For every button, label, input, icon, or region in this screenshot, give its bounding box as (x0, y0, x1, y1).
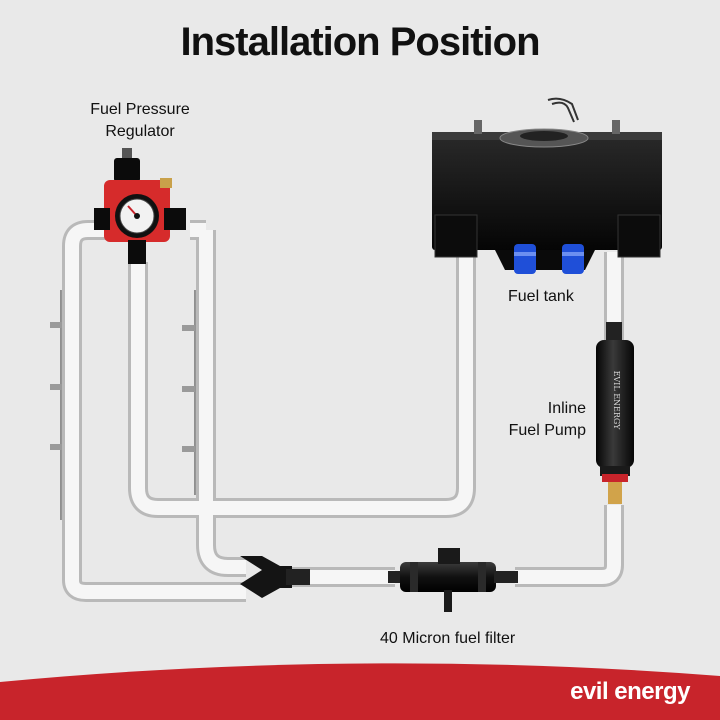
label-fuel-pressure-regulator: Fuel Pressure Regulator (70, 99, 210, 143)
tank-outlet-fittings (514, 244, 584, 274)
label-regulator-line1: Fuel Pressure (90, 101, 190, 118)
label-pump-line1: Inline (547, 400, 586, 417)
fuel-filter (388, 548, 518, 612)
fuel-tank (432, 97, 662, 270)
footer-band (0, 663, 720, 720)
pump-brand-print: EVIL ENERGY (612, 371, 621, 431)
label-regulator-line2: Regulator (105, 123, 175, 140)
fuel-pressure-regulator (94, 148, 186, 264)
label-inline-fuel-pump: Inline Fuel Pump (470, 398, 586, 442)
page-title: Installation Position (180, 20, 540, 64)
label-pump-line2: Fuel Pump (508, 422, 586, 439)
label-fuel-tank: Fuel tank (508, 288, 574, 305)
y-fitting (240, 556, 310, 598)
inline-fuel-pump: EVIL ENERGY (596, 322, 634, 504)
label-fuel-filter: 40 Micron fuel filter (380, 630, 516, 647)
fuel-hoses (62, 220, 624, 602)
regulator-gauge-icon (134, 213, 140, 219)
brand-logo: evil energy (570, 678, 690, 705)
